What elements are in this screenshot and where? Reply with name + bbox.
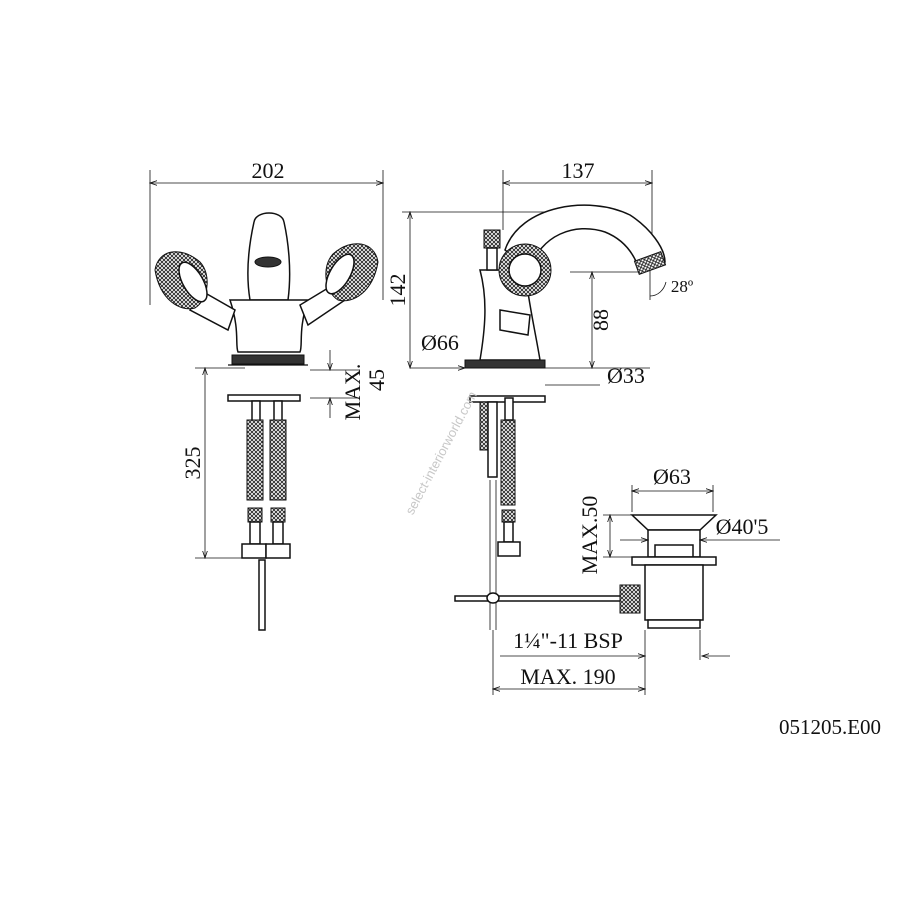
- right-handle: [325, 243, 379, 302]
- spout-height-label: 88: [588, 309, 613, 331]
- left-handle: [154, 251, 208, 310]
- front-tap-body: [154, 212, 379, 366]
- waste-dimensions: Ø63 Ø40'5 MAX.50 1¼"-11 BSP MAX. 190: [493, 464, 780, 695]
- drawing-code: 051205.E00: [779, 715, 881, 739]
- side-tap-body: [464, 204, 667, 369]
- height-dimension: 142: [385, 212, 560, 368]
- projection-dimension: 137: [503, 158, 652, 240]
- hole-diameter-dimension: Ø33: [545, 363, 645, 388]
- hose-length-label: 325: [180, 447, 205, 480]
- base-diameter-label: Ø66: [421, 330, 459, 355]
- width-dimension: 202: [150, 158, 383, 305]
- waste-fitting: [454, 480, 718, 630]
- deck-thickness-label-1: MAX.: [340, 364, 365, 421]
- thread-label: 1¼"-11 BSP: [513, 628, 623, 653]
- side-view: 137 142 Ø66 88: [385, 158, 693, 557]
- height-dim-label: 142: [385, 274, 410, 307]
- max-thickness-label: MAX.50: [577, 496, 602, 575]
- spout-height-dimension: 88: [545, 272, 650, 368]
- width-dim-label: 202: [252, 158, 285, 183]
- hose-length-dimension: 325: [180, 368, 245, 558]
- deck-thickness-dimension: MAX. 45: [310, 350, 389, 420]
- front-supply-hoses: [227, 394, 301, 631]
- deck-thickness-label-2: 45: [364, 369, 389, 391]
- spout-angle-label: 28º: [671, 277, 693, 296]
- watermark: select-interiorworld.com: [402, 389, 480, 517]
- front-view: 202 MAX. 45: [150, 158, 389, 631]
- base-diameter-dimension: Ø66: [410, 330, 465, 368]
- body-diameter-label: Ø40'5: [716, 514, 769, 539]
- projection-dim-label: 137: [562, 158, 595, 183]
- spout-angle-dimension: 28º: [649, 270, 693, 300]
- flange-diameter-label: Ø63: [653, 464, 691, 489]
- side-supply-hoses: [469, 395, 546, 557]
- hole-diameter-label: Ø33: [607, 363, 645, 388]
- max-length-label: MAX. 190: [520, 664, 615, 689]
